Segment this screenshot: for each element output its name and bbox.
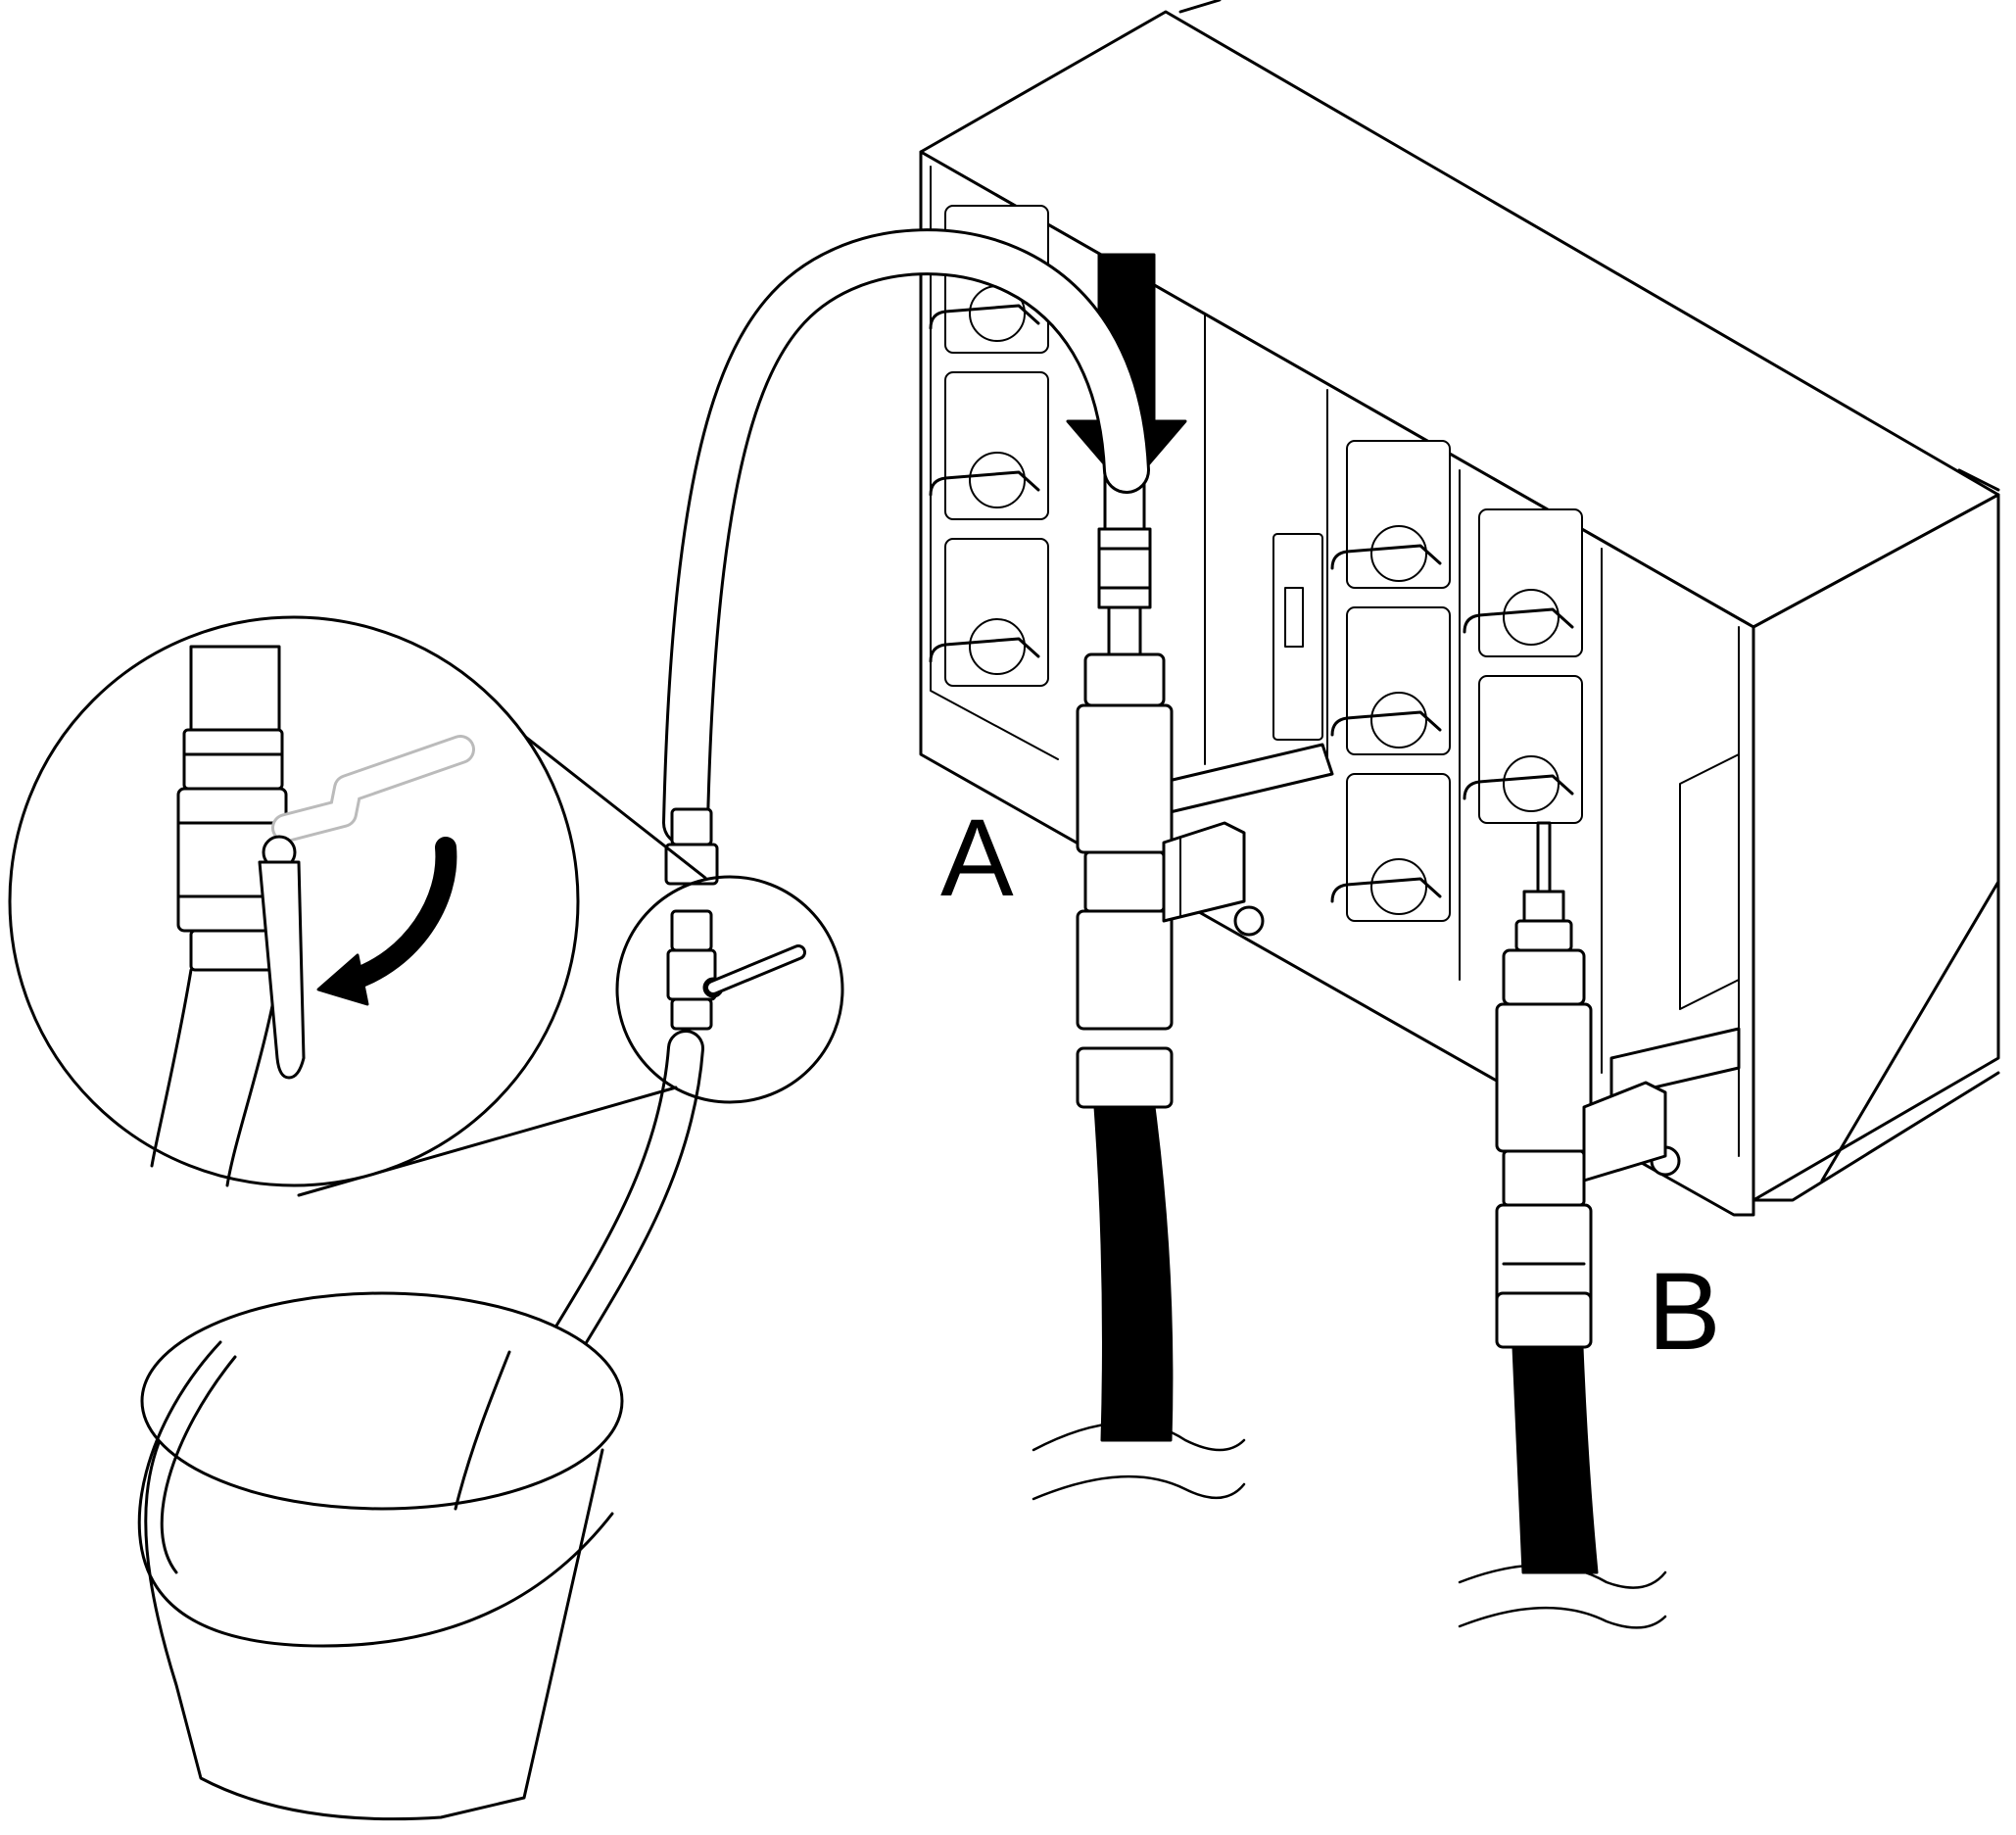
callout-label-b: B bbox=[1648, 1250, 1721, 1373]
connector-a bbox=[1032, 468, 1246, 1501]
control-module bbox=[1272, 533, 1323, 741]
psu-middle-columns bbox=[1330, 440, 1583, 922]
magnified-valve-view bbox=[8, 615, 580, 1187]
ball-valve-icon[interactable] bbox=[664, 807, 806, 1031]
server-chassis bbox=[919, 0, 2000, 1217]
bucket-icon bbox=[137, 1291, 624, 1821]
zoom-circle-small bbox=[615, 875, 844, 1104]
curved-arrow-icon bbox=[316, 837, 457, 1006]
bolt bbox=[1233, 905, 1265, 937]
callout-label-a: A bbox=[940, 797, 1014, 919]
connector-b bbox=[1458, 821, 1667, 1629]
